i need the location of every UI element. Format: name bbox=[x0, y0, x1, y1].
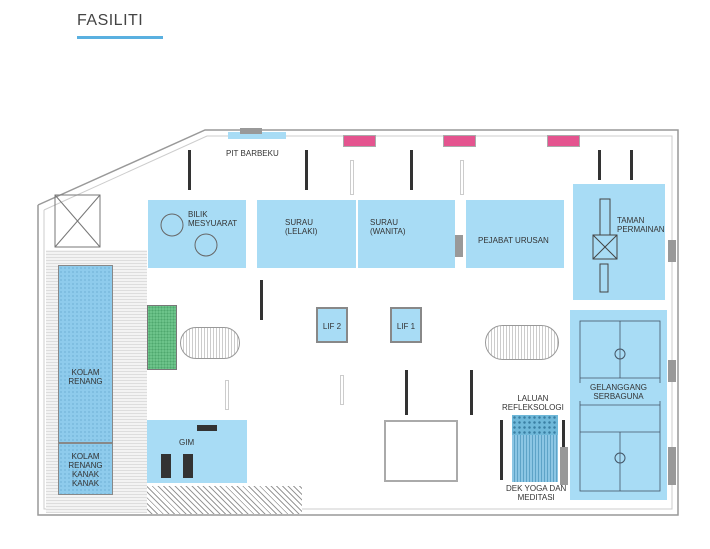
gym: GIM bbox=[147, 420, 247, 483]
yoga-deck bbox=[512, 435, 558, 482]
parking-line bbox=[470, 370, 473, 415]
parking-bay bbox=[350, 160, 354, 195]
parking-line bbox=[260, 280, 263, 320]
column bbox=[668, 447, 676, 485]
column bbox=[455, 235, 463, 257]
parking-line bbox=[410, 150, 413, 190]
parking-bay bbox=[460, 160, 464, 195]
play-structure-icon bbox=[592, 198, 618, 293]
reflexology-label: LALUAN REFLEKSOLOGI bbox=[502, 394, 564, 412]
lift-1-label: LIF 1 bbox=[396, 322, 416, 331]
staircase-left bbox=[180, 327, 240, 359]
lift-2-label: LIF 2 bbox=[322, 322, 342, 331]
column bbox=[240, 128, 262, 134]
multipurpose-court: GELANGGANG SERBAGUNA bbox=[570, 310, 667, 500]
management-office: PEJABAT URUSAN bbox=[466, 200, 564, 268]
court-label: GELANGGANG SERBAGUNA bbox=[570, 383, 667, 401]
planter-green bbox=[147, 305, 177, 370]
parking-line bbox=[405, 370, 408, 415]
bbq-label: PIT BARBEKU bbox=[226, 149, 279, 158]
yoga-label: DEK YOGA DAN MEDITASI bbox=[506, 484, 567, 502]
pool-label: KOLAM RENANG bbox=[68, 368, 103, 386]
swimming-pool: KOLAM RENANG bbox=[58, 265, 113, 443]
surau-men-label: SURAU (LELAKI) bbox=[285, 218, 318, 236]
parking-line bbox=[188, 150, 191, 190]
bbq-strip bbox=[228, 132, 286, 139]
parking-line bbox=[305, 150, 308, 190]
surau-women: SURAU (WANITA) bbox=[358, 200, 455, 268]
kids-pool: KOLAM RENANG KANAK KANAK bbox=[58, 443, 113, 495]
meeting-label: BILIK MESYUARAT bbox=[188, 210, 238, 228]
column bbox=[560, 447, 568, 485]
page-title: FASILITI bbox=[77, 12, 144, 29]
bench-icon bbox=[197, 425, 217, 431]
table-icons bbox=[160, 213, 218, 257]
title-underline bbox=[77, 36, 163, 39]
parking-line bbox=[630, 150, 633, 180]
court-markings bbox=[579, 320, 661, 492]
hatched-area bbox=[147, 486, 302, 514]
staircase-right bbox=[485, 325, 559, 360]
parking-line bbox=[598, 150, 601, 180]
treadmill-icon bbox=[161, 454, 171, 478]
open-room bbox=[384, 420, 458, 482]
parking-bay bbox=[225, 380, 229, 410]
kids-pool-label: KOLAM RENANG KANAK KANAK bbox=[68, 452, 103, 488]
meeting-room: BILIK MESYUARAT bbox=[148, 200, 246, 268]
treadmill-icon bbox=[183, 454, 193, 478]
surau-women-label: SURAU (WANITA) bbox=[370, 218, 406, 236]
planter-1 bbox=[343, 135, 376, 147]
column bbox=[668, 240, 676, 262]
playground-label: TAMAN PERMAINAN bbox=[617, 216, 665, 234]
planter-3 bbox=[547, 135, 580, 147]
column bbox=[668, 360, 676, 382]
lift-2: LIF 2 bbox=[316, 307, 348, 343]
playground: TAMAN PERMAINAN bbox=[573, 184, 665, 300]
gym-label: GIM bbox=[179, 438, 195, 447]
parking-bay bbox=[340, 375, 344, 405]
surau-men: SURAU (LELAKI) bbox=[257, 200, 356, 268]
planter-2 bbox=[443, 135, 476, 147]
lift-1: LIF 1 bbox=[390, 307, 422, 343]
parking-line bbox=[500, 420, 503, 480]
office-label: PEJABAT URUSAN bbox=[478, 236, 549, 245]
reflexology-path bbox=[512, 415, 558, 435]
